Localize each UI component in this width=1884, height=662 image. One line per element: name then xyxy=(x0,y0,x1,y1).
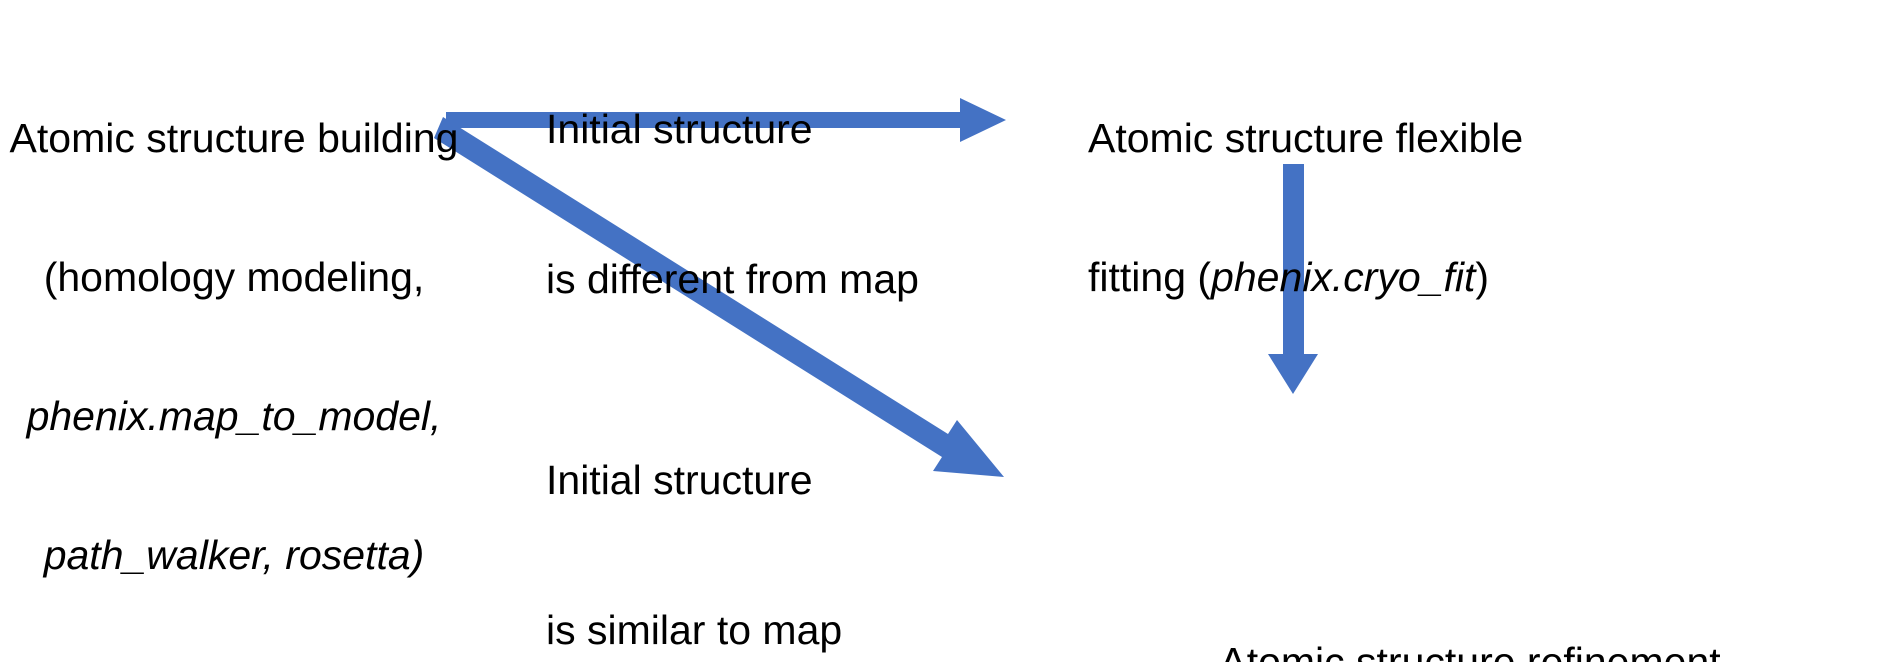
edge-label-similar-line2: is similar to map xyxy=(546,607,843,654)
node-flexible-line2: fitting (phenix.cryo_fit) xyxy=(1088,254,1558,300)
node-building-line1: Atomic structure building xyxy=(9,114,459,161)
edge-label-similar-line1: Initial structure xyxy=(546,457,813,504)
node-flexible-line1: Atomic structure flexible xyxy=(1088,114,1524,161)
node-flexible-line2-plain: fitting ( xyxy=(1088,253,1212,300)
edge-label-different-line1: Initial structure xyxy=(546,106,813,153)
node-refinement-line1: Atomic structure refinement xyxy=(1219,638,1721,662)
edge-label-different-line2: is different from map xyxy=(546,256,919,303)
node-atomic-structure-flexible-fitting: Atomic structure flexible fitting (pheni… xyxy=(1088,22,1558,393)
node-atomic-structure-building: Atomic structure building (homology mode… xyxy=(8,22,460,662)
node-flexible-program-name: phenix.cryo_fit xyxy=(1211,253,1476,300)
edge-label-different-from-map: Initial structure is different from map xyxy=(546,4,919,404)
node-building-line3: phenix.map_to_model, xyxy=(26,392,442,439)
node-building-line4: path_walker, rosetta) xyxy=(43,531,425,578)
node-flexible-line2-tail: ) xyxy=(1475,253,1490,300)
edge-label-similar-to-map: Initial structure is similar to map xyxy=(546,355,842,662)
node-building-line2: (homology modeling, xyxy=(43,253,425,300)
node-atomic-structure-refinement: Atomic structure refinement (phenix.real… xyxy=(1064,546,1876,662)
